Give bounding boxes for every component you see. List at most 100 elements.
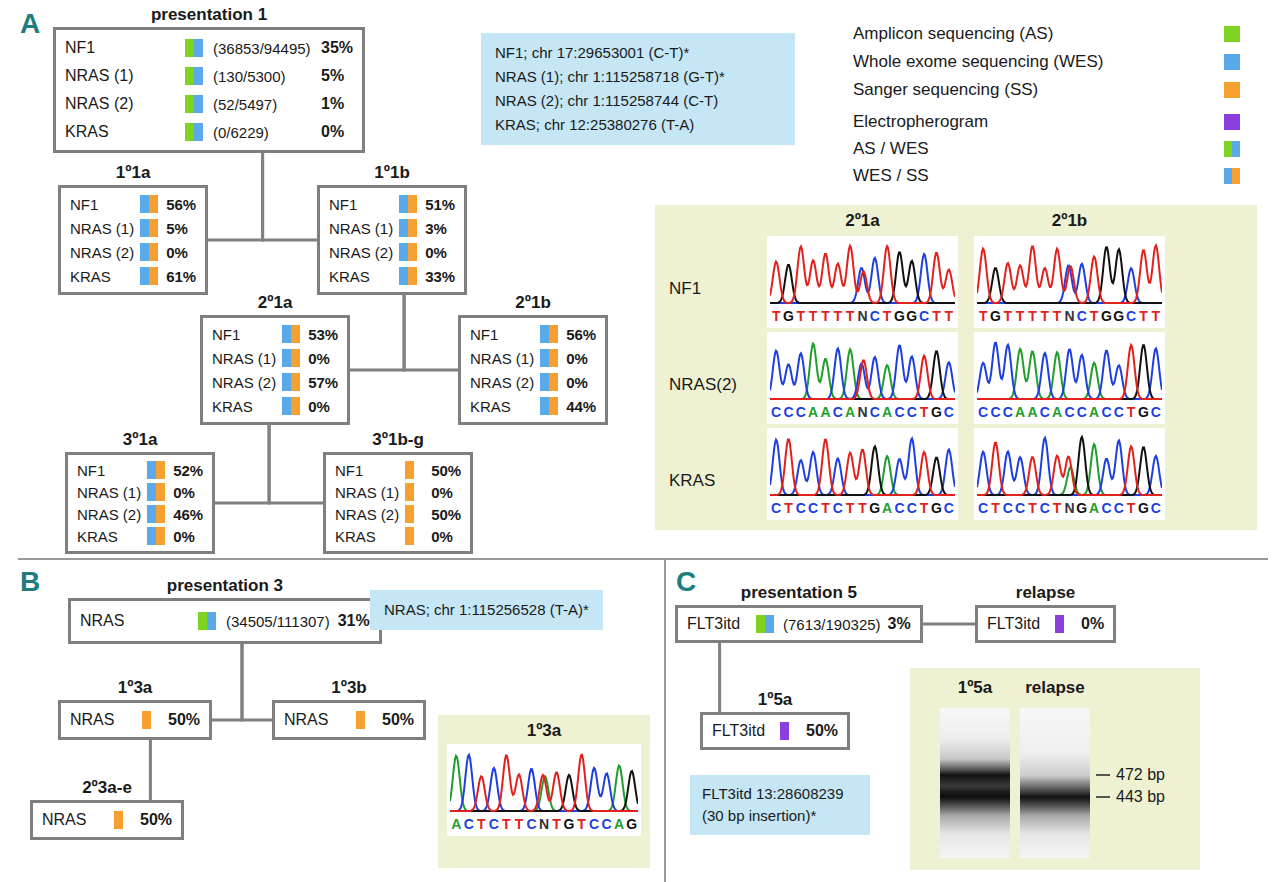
gene-name: NRAS (1) [329, 220, 393, 237]
box-heading: 1º3b [235, 677, 463, 699]
base-letter: C [807, 499, 819, 517]
variant-percent: 0% [431, 528, 461, 545]
gene-name: NRAS (2) [329, 244, 393, 261]
method-swatch-half [780, 722, 789, 740]
sample-box: 1º1bNF151%NRAS (1)3%NRAS (2)0%KRAS33% [317, 185, 467, 295]
method-swatch-half [194, 95, 203, 113]
box-heading: 2º3a-e [0, 777, 221, 799]
base-letter: C [1113, 403, 1125, 421]
method-swatch [399, 195, 419, 213]
connector-line [269, 425, 323, 503]
variant-percent: 61% [166, 268, 196, 285]
chromatogram-trace [450, 747, 638, 813]
separator-line [18, 558, 1268, 560]
size-marker-label: 472 bp [1116, 765, 1165, 785]
chromatogram-trace [770, 431, 955, 497]
gene-name: NRAS (2) [335, 506, 399, 523]
base-letter: T [881, 307, 893, 325]
method-swatch [399, 243, 419, 261]
method-swatch [140, 243, 160, 261]
method-swatch-half [408, 195, 417, 213]
method-swatch-half [765, 615, 774, 633]
base-letter: C [1076, 403, 1088, 421]
variant-percent: 1% [321, 95, 353, 113]
row-grid: NRAS50% [284, 706, 414, 734]
method-swatch [185, 123, 205, 141]
gene-name: NF1 [470, 326, 534, 343]
sample-heading: 2º1b [977, 211, 1162, 231]
row-grid: NF156%NRAS (1)5%NRAS (2)0%KRAS61% [70, 192, 196, 288]
legend-swatch [1224, 54, 1240, 70]
base-letter: C [1125, 307, 1137, 325]
legend-color [1224, 82, 1240, 98]
base-letter: C [943, 499, 955, 517]
row-grid: FLT3itd0% [987, 610, 1104, 638]
variant-percent: 57% [308, 374, 338, 391]
method-swatch-half [282, 397, 291, 415]
gene-name: KRAS [70, 268, 134, 285]
variant-percent: 50% [140, 811, 172, 829]
variant-info-box: NRAS; chr 1:115256528 (T-A)* [370, 590, 603, 630]
method-swatch [140, 219, 160, 237]
method-swatch [140, 195, 160, 213]
base-letter: C [1100, 403, 1112, 421]
method-swatch-half [185, 39, 194, 57]
gene-row-label: NRAS(2) [669, 375, 737, 395]
base-letter: C [588, 815, 601, 833]
chromatogram-trace [770, 335, 955, 401]
gene-name: NRAS (1) [77, 484, 141, 501]
base-letter: T [1026, 499, 1038, 517]
method-swatch [540, 349, 560, 367]
method-swatch-half [282, 349, 291, 367]
base-letter: C [770, 403, 782, 421]
base-letter: G [930, 499, 942, 517]
trace-line [450, 755, 638, 811]
base-letter: C [795, 403, 807, 421]
method-swatch [756, 615, 776, 633]
base-letter: C [525, 815, 538, 833]
gene-name: KRAS [329, 268, 393, 285]
method-swatch [185, 67, 205, 85]
connector-line [208, 153, 262, 240]
variant-percent: 0% [173, 528, 203, 545]
variant-percent: 0% [321, 123, 353, 141]
base-letter: C [918, 307, 930, 325]
sample-box: 2º1bNF156%NRAS (1)0%NRAS (2)0%KRAS44% [458, 315, 608, 425]
legend-color-half [1232, 168, 1240, 184]
base-letter: C [1002, 499, 1014, 517]
method-swatch-half [198, 612, 207, 630]
method-swatch-half [194, 67, 203, 85]
base-letter: A [881, 499, 893, 517]
row-grid: FLT3itd(7613/190325)3% [687, 610, 911, 638]
base-letter: T [500, 815, 513, 833]
base-letter: C [989, 403, 1001, 421]
chromatogram-panel: 1º3aACTCTTCNTGTCCAG [438, 715, 650, 868]
chromatogram-panel: 2º1a2º1bNF1TGTTTTTNCTGGCTTTGTTTTTNCTGGCT… [655, 205, 1257, 530]
variant-percent: 51% [425, 196, 455, 213]
method-swatch [185, 95, 205, 113]
base-letter: T [819, 499, 831, 517]
method-swatch-half [185, 67, 194, 85]
method-swatch-half [140, 243, 149, 261]
method-swatch-half [356, 711, 365, 729]
base-letter: G [906, 307, 918, 325]
method-swatch-half [142, 711, 151, 729]
method-swatch-half [549, 325, 558, 343]
method-swatch-half [149, 195, 158, 213]
base-sequence: CCCAACACCACCTGC [977, 403, 1162, 421]
method-swatch-half [540, 325, 549, 343]
base-letter: C [1002, 403, 1014, 421]
base-letter: C [1150, 499, 1162, 517]
variant-percent: 3% [888, 615, 911, 633]
method-swatch-half [291, 397, 300, 415]
base-letter: C [1113, 499, 1125, 517]
variant-percent: 50% [168, 711, 200, 729]
base-letter: G [930, 403, 942, 421]
separator-line [664, 559, 666, 882]
base-letter: N [1063, 307, 1075, 325]
sample-box: presentation 5FLT3itd(7613/190325)3% [675, 605, 923, 643]
method-swatch [282, 349, 302, 367]
method-swatch [140, 267, 160, 285]
base-letter: G [782, 307, 794, 325]
method-swatch-half [140, 195, 149, 213]
